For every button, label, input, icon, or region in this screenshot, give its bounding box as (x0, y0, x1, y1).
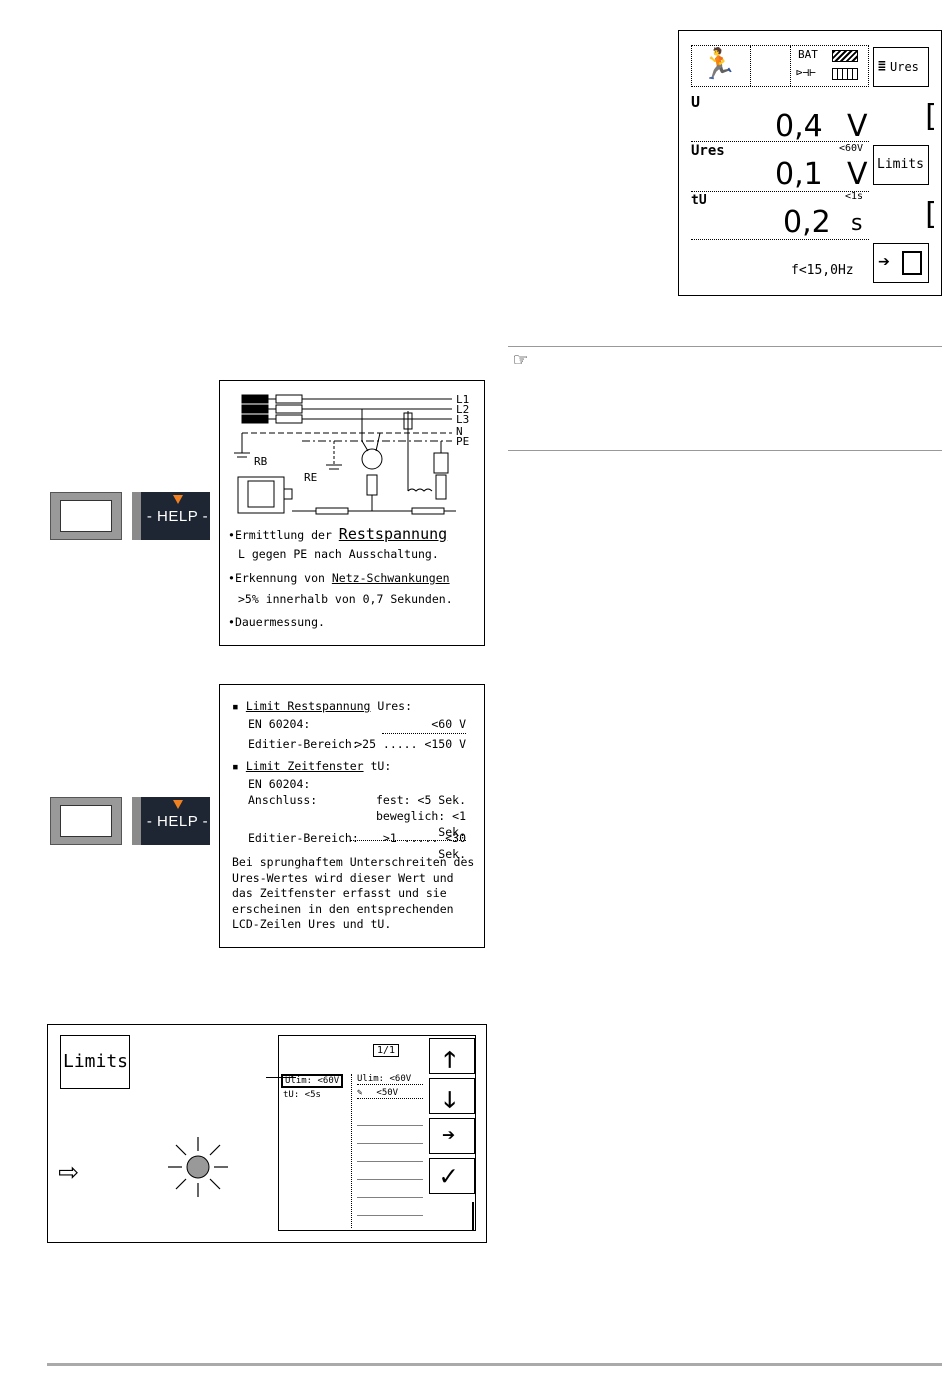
indicator-triangle-icon (173, 800, 183, 809)
runner-icon: 🏃 (700, 47, 738, 82)
frequency-readout: f<15,0Hz (791, 263, 854, 278)
help1-bullet2-line2: >5% innerhalb von 0,7 Sekunden. (238, 592, 453, 606)
confirm-button[interactable]: ✓ (429, 1158, 475, 1194)
limit-time-conn: Anschluss: (248, 793, 318, 807)
bracket-icon: [ (921, 197, 940, 232)
save-icon (902, 251, 922, 275)
help1-bullet3: •Dauermessung. (228, 615, 325, 629)
row-tu-limit: <1s (845, 191, 864, 202)
note-top-rule (508, 346, 942, 347)
blank-softkey[interactable] (50, 797, 122, 845)
help1-bullet1: •Ermittlung der Restspannung (228, 525, 448, 543)
label-re: RE (304, 471, 317, 484)
row-tu: tU <1s 0,2 s (691, 191, 869, 241)
limit-time-fixed: fest: <5 Sek. (375, 793, 466, 807)
help-key[interactable]: - HELP - (132, 492, 210, 540)
left-item[interactable]: tU: <5s (283, 1090, 321, 1100)
help-panel-diagram: L1 L2 L3 N PE RB RE •Ermittlung der Rest… (219, 380, 485, 646)
label-l1: L1 (456, 393, 469, 406)
mode-button-label: Ures (890, 60, 919, 74)
scroll-down-button[interactable]: 🡓 (429, 1078, 475, 1114)
arrow-right-outline-icon: ⇨ (58, 1151, 79, 1191)
limit-residual-norm: EN 60204: (248, 717, 311, 731)
help2-paragraph: Bei sprunghaftem Unterschreiten des Ures… (232, 855, 475, 931)
checkmark-icon: ✓ (440, 1159, 457, 1192)
label-n: N (456, 425, 463, 438)
limit-residual-edit: Editier-Bereich: (248, 737, 359, 751)
bracket-icon: [ (921, 99, 940, 134)
indicator-lamp-icon (168, 1137, 228, 1197)
row-ures-label: Ures (691, 143, 725, 159)
limits-button-label: Limits (877, 157, 924, 172)
row-ures-value: 0,1 (775, 157, 823, 192)
edit-icon: ✎ (357, 1088, 363, 1098)
row-tu-label: tU (691, 193, 707, 208)
row-u: U 0,4 V (691, 93, 869, 144)
row-ures-unit: V (847, 157, 868, 192)
limit-time-mobile: beweglich: <1 Sek. (350, 809, 466, 841)
limits-editor-button-label: Limits (63, 1051, 129, 1072)
label-l2: L2 (456, 403, 469, 416)
pointing-hand-icon: ☞ (514, 348, 528, 373)
help1-bullet1-line2: L gegen PE nach Ausschaltung. (238, 547, 439, 561)
label-l3: L3 (456, 413, 469, 426)
right-item[interactable]: Ulim: <60V (357, 1074, 423, 1085)
mode-button[interactable]: ≣ Ures (873, 47, 929, 87)
arrow-right-icon: ➔ (442, 1123, 456, 1148)
scroll-up-button[interactable]: 🡑 (429, 1038, 475, 1074)
battery-icon (832, 50, 858, 62)
footer-rule (47, 1363, 942, 1366)
row-tu-value: 0,2 (783, 205, 831, 240)
help1-bullet2: •Erkennung von Netz-Schwankungen (228, 571, 450, 585)
blank-softkey[interactable] (50, 492, 122, 540)
limits-list-panel: 1/1 Ulim: <60V tU: <5s Ulim: <60V ✎<50V … (278, 1035, 476, 1231)
note-bottom-rule (508, 450, 942, 451)
help-panel-limits: ▪ Limit Restspannung Ures: EN 60204: <60… (219, 684, 485, 948)
left-column: Ulim: <60V tU: <5s (281, 1074, 352, 1228)
save-arrow-icon: ➔ (878, 249, 891, 273)
label-pe: PE (456, 435, 469, 448)
memory-icon (832, 68, 858, 80)
arrow-up-icon: 🡑 (444, 1048, 456, 1073)
limit-time-edit: Editier-Bereich: (248, 831, 359, 845)
indicator-triangle-icon (173, 495, 183, 504)
row-u-unit: V (847, 109, 868, 144)
measurement-display: 🏃 BAT ⊳⊣⊢ ≣ Ures U 0,4 V [ Ures <60V 0,1… (678, 30, 942, 296)
help-key-label: - HELP - (146, 508, 209, 525)
limits-button[interactable]: Limits (873, 145, 929, 185)
limits-editor-button[interactable]: Limits (60, 1035, 130, 1089)
row-u-label: U (691, 93, 701, 111)
battery-label: BAT (798, 48, 818, 61)
limit-residual-norm-value: <60 V (382, 717, 466, 734)
limit-time-title: ▪ Limit Zeitfenster tU: (232, 759, 392, 773)
limit-residual-edit-value: >25 ..... <150 V (355, 737, 466, 751)
limit-residual-title: ▪ Limit Restspannung Ures: (232, 699, 413, 713)
row-tu-unit: s (851, 211, 863, 236)
right-column: Ulim: <60V ✎<50V (355, 1074, 425, 1226)
mode-icon: ≣ (878, 59, 886, 74)
right-item-edit[interactable]: ✎<50V (357, 1088, 423, 1099)
save-button[interactable]: ➔ (873, 243, 929, 283)
page-indicator: 1/1 (373, 1044, 400, 1057)
row-u-value: 0,4 (775, 109, 823, 144)
row-ures: Ures <60V 0,1 V (691, 143, 869, 193)
limits-editor: Limits ⇨ 1/1 Ulim: <60V tU: <5s Ulim: <6… (47, 1024, 487, 1243)
wiring-diagram: L1 L2 L3 N PE RB RE (234, 393, 469, 515)
label-rb: RB (254, 455, 268, 468)
help-key-label: - HELP - (146, 813, 209, 830)
status-bar: 🏃 BAT ⊳⊣⊢ (691, 45, 869, 87)
connector-icon: ⊳⊣⊢ (796, 66, 816, 79)
row-ures-limit: <60V (839, 143, 864, 154)
limit-time-edit-value: >1 ..... <30 Sek. (382, 831, 466, 861)
help-key[interactable]: - HELP - (132, 797, 210, 845)
limit-time-norm: EN 60204: (248, 777, 311, 791)
left-item-selected[interactable]: Ulim: <60V (281, 1074, 344, 1088)
next-button[interactable]: ➔ (429, 1118, 475, 1154)
arrow-down-icon: 🡓 (444, 1088, 456, 1113)
